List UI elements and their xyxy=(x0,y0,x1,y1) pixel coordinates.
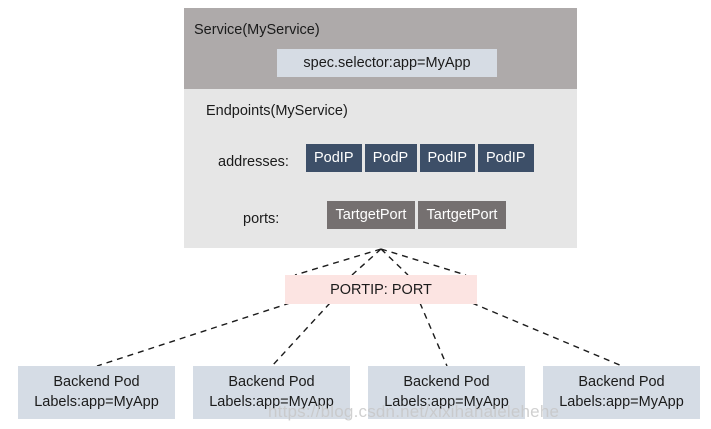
connector-service-to-portip-4 xyxy=(380,248,467,276)
backend-pod-title: Backend Pod xyxy=(228,373,315,390)
connector-portip-to-pod-3 xyxy=(419,302,448,367)
addresses-chip-row: PodIP PodP PodIP PodIP xyxy=(306,144,534,172)
ports-chip-row: TartgetPort TartgetPort xyxy=(327,201,506,229)
address-chip: PodIP xyxy=(306,144,362,172)
backend-pod-labels: Labels:app=MyApp xyxy=(384,393,509,410)
connector-service-to-portip-2 xyxy=(351,248,382,276)
connector-service-to-portip-3 xyxy=(380,248,409,276)
backend-pod-box: Backend Pod Labels:app=MyApp xyxy=(193,366,350,419)
portip-port-box: PORTIP: PORT xyxy=(285,275,477,304)
backend-pod-title: Backend Pod xyxy=(53,373,140,390)
address-chip: PodIP xyxy=(478,144,534,172)
connector-portip-to-pod-1 xyxy=(96,302,291,367)
watermark-text: https://blog.csdn.net/xixihahalelehehe xyxy=(268,402,560,421)
backend-pod-box: Backend Pod Labels:app=MyApp xyxy=(368,366,525,419)
backend-pod-labels: Labels:app=MyApp xyxy=(559,393,684,410)
service-container: Service(MyService) spec.selector:app=MyA… xyxy=(184,8,577,248)
backend-pod-box: Backend Pod Labels:app=MyApp xyxy=(543,366,700,419)
port-chip: TartgetPort xyxy=(327,201,415,229)
addresses-label: addresses: xyxy=(218,154,289,170)
address-chip: PodIP xyxy=(419,144,475,172)
backend-pod-labels: Labels:app=MyApp xyxy=(209,393,334,410)
backend-pod-labels: Labels:app=MyApp xyxy=(34,393,159,410)
backend-pod-title: Backend Pod xyxy=(578,373,665,390)
connector-service-to-portip-1 xyxy=(294,248,382,276)
spec-selector-chip: spec.selector:app=MyApp xyxy=(277,49,497,77)
port-chip: TartgetPort xyxy=(418,201,506,229)
service-title: Service(MyService) xyxy=(194,22,320,38)
connector-portip-to-pod-2 xyxy=(271,302,331,367)
backend-pod-box: Backend Pod Labels:app=MyApp xyxy=(18,366,175,419)
ports-label: ports: xyxy=(243,211,280,227)
address-chip: PodP xyxy=(364,144,417,172)
backend-pod-title: Backend Pod xyxy=(403,373,490,390)
connector-portip-to-pod-4 xyxy=(471,302,623,367)
endpoints-title: Endpoints(MyService) xyxy=(206,103,348,119)
